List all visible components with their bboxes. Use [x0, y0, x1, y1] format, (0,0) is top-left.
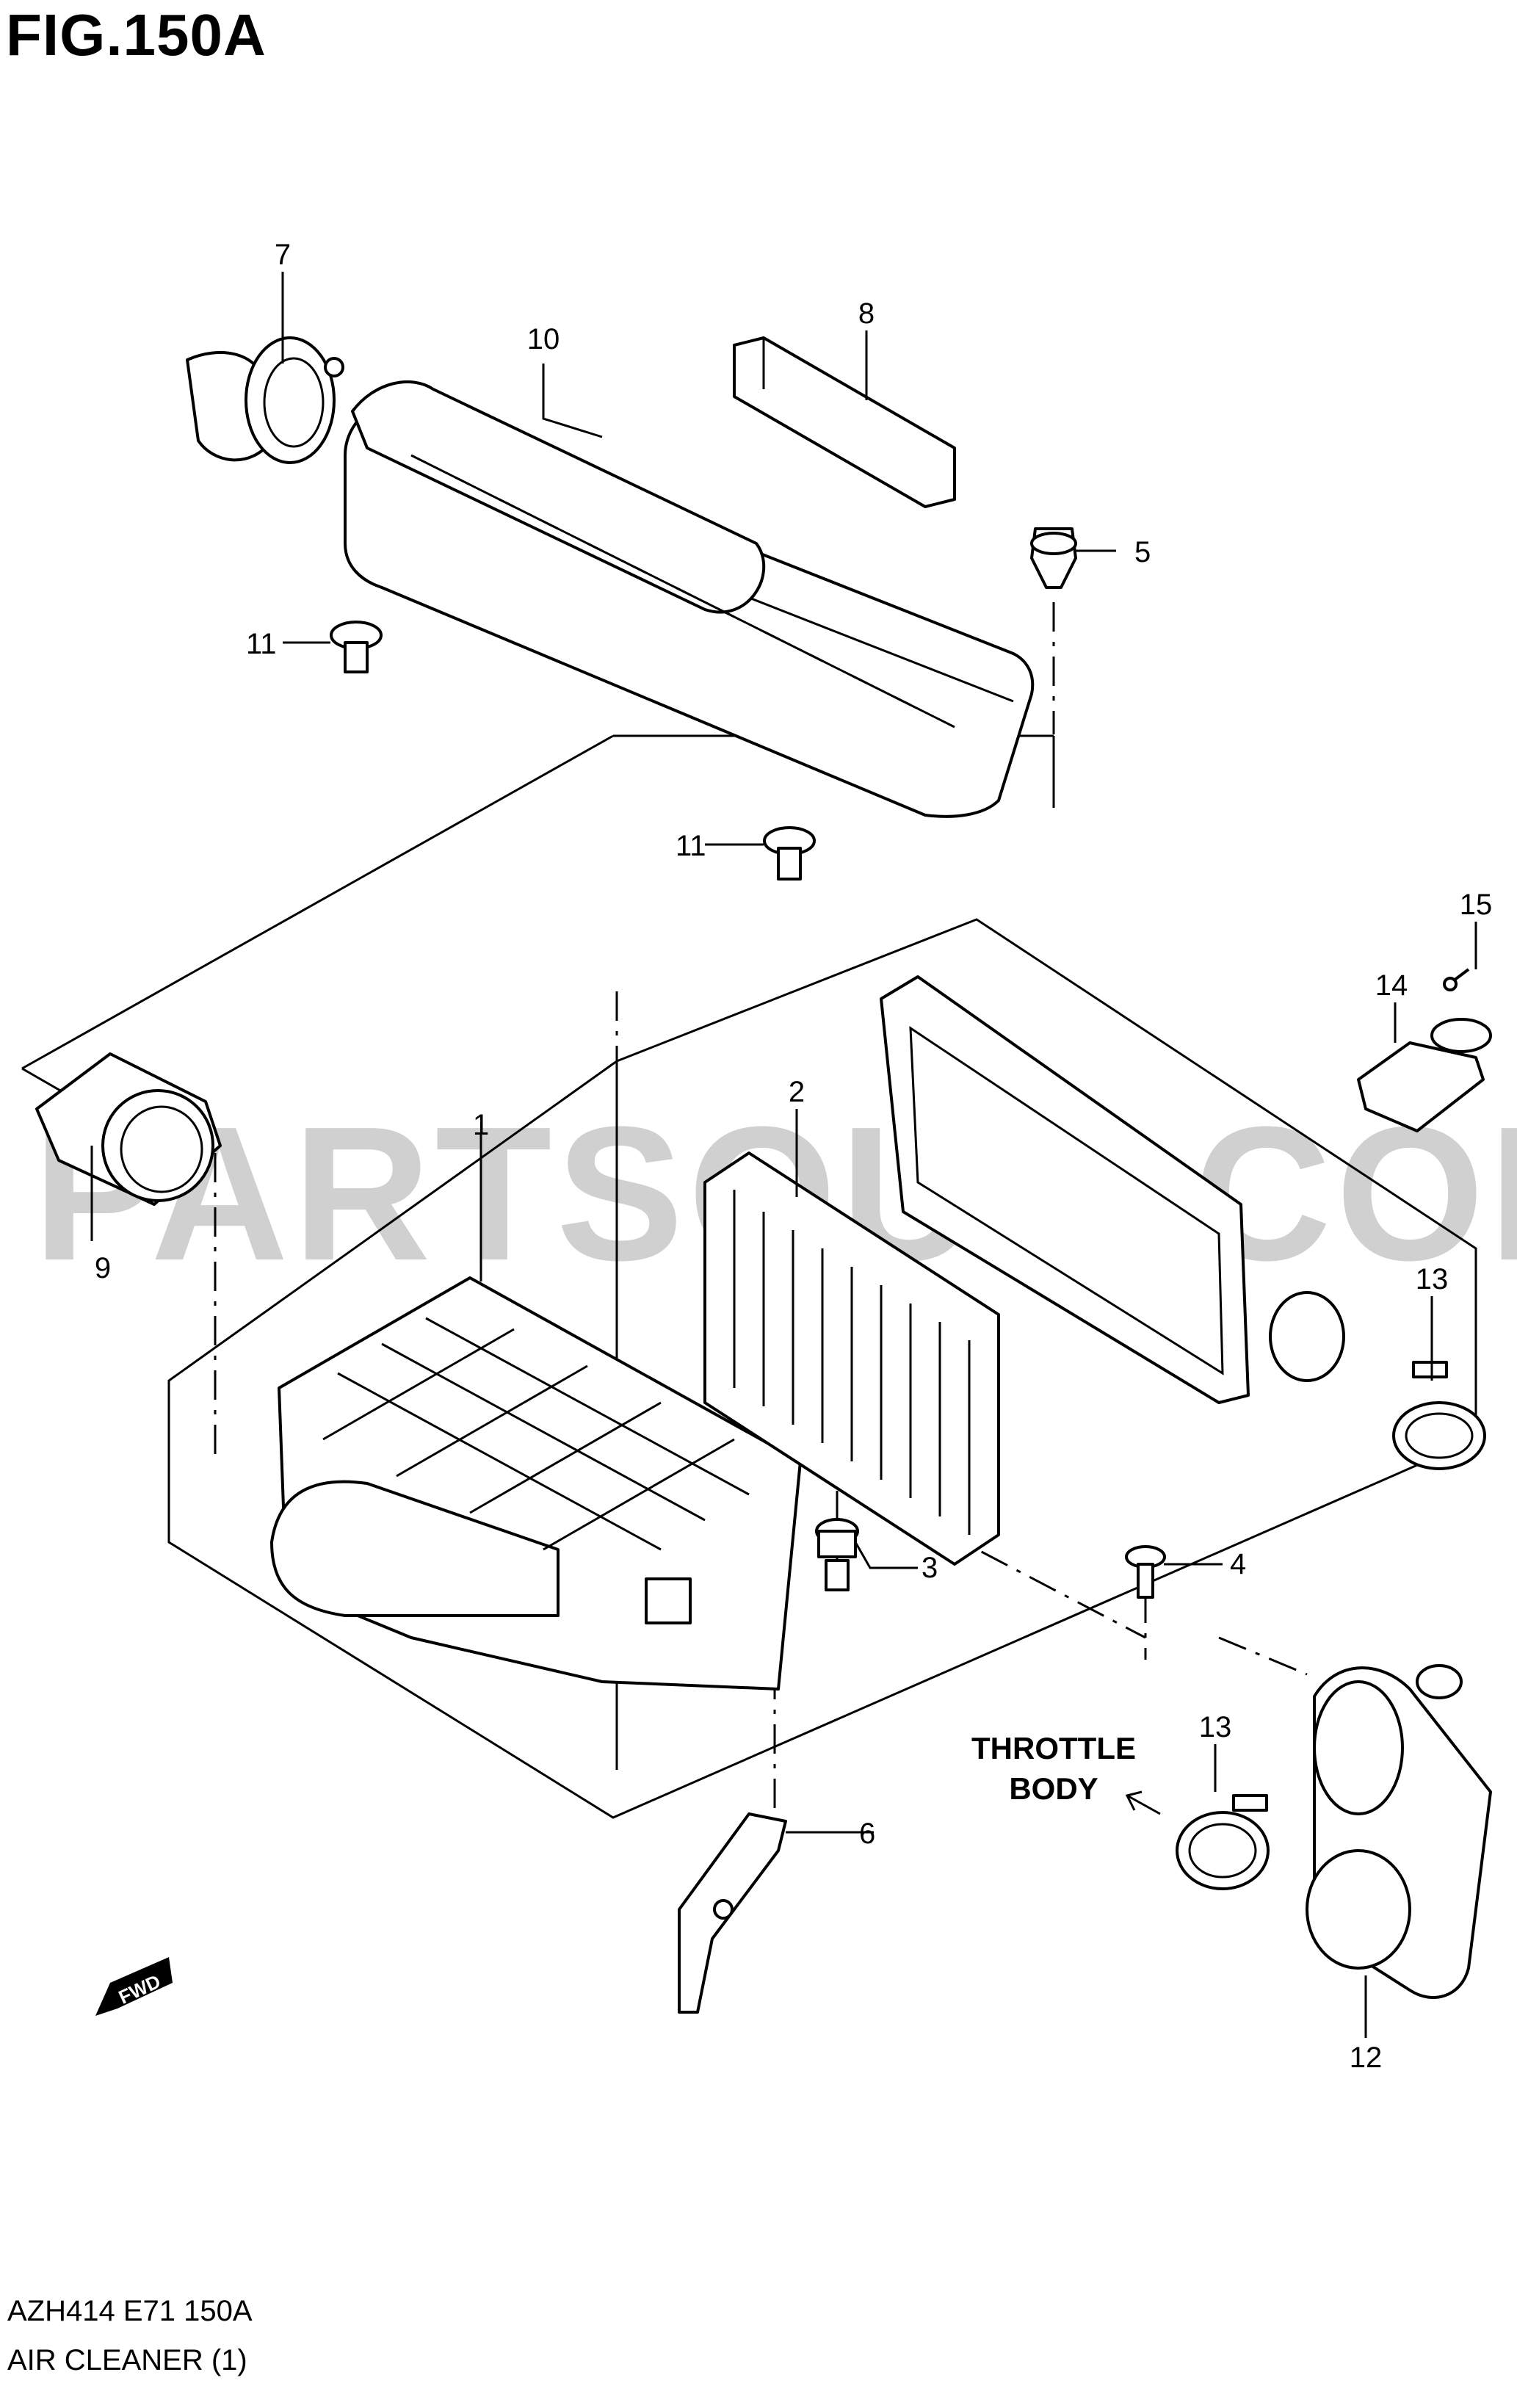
- callout-15: 15: [1460, 889, 1493, 921]
- part-9-duct-cover: [35, 1052, 222, 1206]
- leader-lines: [90, 272, 1477, 2038]
- callout-3: 3: [922, 1552, 938, 1584]
- callout-11-lower: 11: [676, 830, 706, 862]
- part-2-filter-element: [703, 1151, 1000, 1566]
- callout-10: 10: [527, 323, 560, 355]
- callout-11-upper: 11: [246, 628, 277, 660]
- part-6-bracket: [678, 1812, 787, 2014]
- callout-1: 1: [473, 1109, 489, 1141]
- callout-8: 8: [858, 297, 875, 330]
- part-4-bolt: [1125, 1545, 1166, 1599]
- part-12-outlet-hose: [1306, 1664, 1492, 1999]
- throttle-body-arrow: [1125, 1790, 1161, 1815]
- part-7-inlet-duct: [186, 336, 344, 464]
- part-15-screw: [1443, 968, 1470, 991]
- part-11-screw-upper: [330, 621, 383, 673]
- throttle-body-label: THROTTLE BODY: [971, 1731, 1136, 1806]
- part-13-clamp-upper: [1392, 1361, 1486, 1470]
- part-11-screw-lower: [763, 826, 816, 881]
- part-3-grommet: [815, 1518, 859, 1591]
- callout-7: 7: [275, 239, 291, 271]
- upper-housing-frame: [880, 975, 1345, 1404]
- part-13-clamp-lower: [1176, 1794, 1270, 1890]
- callout-6: 6: [859, 1818, 875, 1850]
- svg-text:BODY: BODY: [1009, 1771, 1098, 1806]
- callout-4: 4: [1230, 1548, 1246, 1580]
- callout-labels: 7 10 8 5 11 11 15 14 9 1 2 13 3 4 6 13 1…: [95, 239, 1492, 2074]
- callout-13-lower: 13: [1199, 1711, 1232, 1743]
- callout-2: 2: [789, 1076, 805, 1108]
- callout-12: 12: [1350, 2042, 1383, 2074]
- callout-9: 9: [95, 1252, 111, 1284]
- callout-5: 5: [1134, 536, 1151, 568]
- part-1-lower-case: [270, 1276, 802, 1691]
- svg-text:THROTTLE: THROTTLE: [971, 1731, 1136, 1765]
- part-14-airflow-sensor: [1357, 1018, 1492, 1132]
- callout-13-upper: 13: [1416, 1263, 1449, 1295]
- part-8-foam-pad: [733, 336, 956, 508]
- part-10-upper-cover: [344, 380, 1035, 818]
- figure-title: FIG.150A: [6, 2, 267, 68]
- callout-14: 14: [1375, 969, 1408, 1002]
- fwd-direction-marker: FWD: [95, 1957, 173, 2016]
- part-5-clip: [1030, 527, 1077, 589]
- figure-code: AZH414 E71 150A: [7, 2295, 253, 2327]
- figure-caption: AIR CLEANER (1): [7, 2344, 247, 2376]
